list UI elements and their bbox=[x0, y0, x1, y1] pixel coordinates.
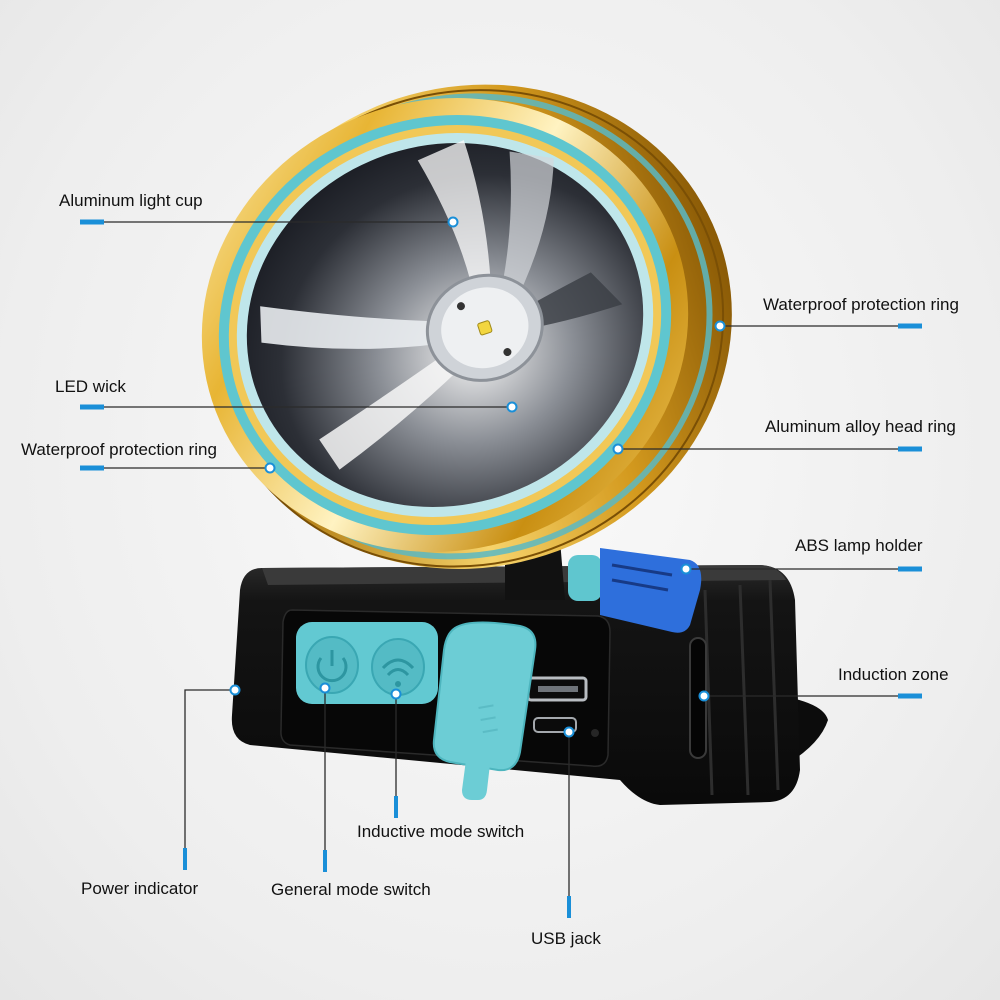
label-aluminum-light-cup: Aluminum light cup bbox=[59, 191, 203, 210]
head-ring-marker bbox=[612, 443, 624, 455]
light-cup-marker bbox=[447, 216, 459, 228]
label-waterproof-ring-right: Waterproof protection ring bbox=[763, 295, 959, 314]
abs-holder-marker bbox=[680, 563, 692, 575]
led-chip bbox=[477, 320, 493, 336]
label-power-indicator: Power indicator bbox=[81, 879, 199, 898]
label-abs-lamp-holder: ABS lamp holder bbox=[795, 536, 923, 555]
lamp-head bbox=[201, 84, 732, 569]
label-induction-zone: Induction zone bbox=[838, 665, 949, 684]
lamp-neck bbox=[505, 540, 702, 633]
ring-left-marker bbox=[264, 462, 276, 474]
usb-jack-marker bbox=[563, 726, 575, 738]
label-usb-jack: USB jack bbox=[531, 929, 601, 948]
led-wick-marker bbox=[506, 401, 518, 413]
label-general-mode-switch: General mode switch bbox=[271, 880, 431, 899]
label-inductive-mode-switch: Inductive mode switch bbox=[357, 822, 525, 841]
usb-port[interactable] bbox=[526, 676, 599, 737]
label-aluminum-alloy-head-ring: Aluminum alloy head ring bbox=[765, 417, 956, 436]
induction-zone-marker bbox=[698, 690, 710, 702]
usb-rubber-cover[interactable]: I I I bbox=[432, 621, 537, 800]
inductive-mode-button[interactable] bbox=[371, 638, 425, 696]
general-switch-marker bbox=[319, 682, 331, 694]
general-mode-button[interactable] bbox=[305, 636, 359, 694]
leader-lines bbox=[80, 216, 922, 918]
ring-right-marker bbox=[714, 320, 726, 332]
label-waterproof-ring-left: Waterproof protection ring bbox=[21, 440, 217, 459]
power-indicator-marker bbox=[229, 684, 241, 696]
inductive-switch-marker bbox=[390, 688, 402, 700]
svg-text:I I I: I I I bbox=[473, 702, 503, 736]
label-led-wick: LED wick bbox=[55, 377, 126, 396]
